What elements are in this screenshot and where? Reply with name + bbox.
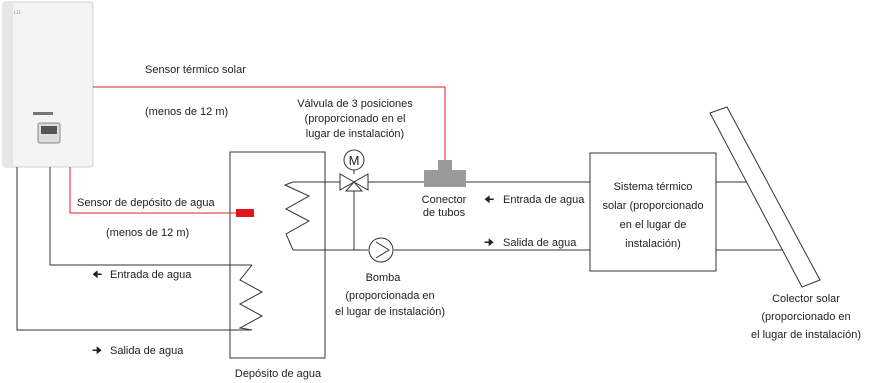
label-outlet-left: Salida de agua bbox=[110, 345, 184, 357]
label-collector-1: Colector solar bbox=[772, 293, 840, 305]
left-inlet-pipe bbox=[49, 167, 252, 266]
label-pump-2: (proporcionada en bbox=[345, 290, 434, 302]
label-tank-sensor: Sensor de depósito de agua bbox=[77, 197, 215, 209]
water-tank bbox=[229, 151, 326, 359]
solar-collector bbox=[709, 106, 821, 288]
label-pump-1: Bomba bbox=[366, 272, 402, 284]
pipe-connector bbox=[424, 160, 466, 187]
left-outlet-pipe bbox=[16, 167, 252, 331]
label-outlet-right: Salida de agua bbox=[503, 237, 577, 249]
label-solar-system-4: instalación) bbox=[625, 238, 681, 250]
label-solar-sensor: Sensor térmico solar bbox=[145, 64, 246, 76]
label-connector-2: de tubos bbox=[423, 207, 466, 219]
lower-coil bbox=[238, 264, 264, 331]
arrow-inlet-right: 🠈 bbox=[484, 194, 494, 206]
label-inlet-right: Entrada de agua bbox=[503, 194, 585, 206]
pump bbox=[368, 237, 394, 263]
svg-text:LG: LG bbox=[14, 10, 21, 16]
label-solar-system-2: solar (proporcionado bbox=[603, 200, 704, 212]
tank-sensor-wire bbox=[69, 167, 236, 214]
label-tank: Depósito de agua bbox=[235, 368, 322, 380]
upper-coil bbox=[283, 181, 311, 251]
valve-motor bbox=[343, 149, 365, 171]
indoor-unit: LG bbox=[2, 1, 94, 168]
label-collector-2: (proporcionado en bbox=[761, 311, 850, 323]
solar-sensor-wire bbox=[93, 86, 446, 160]
three-way-valve bbox=[339, 170, 369, 192]
label-solar-system-3: en el lugar de bbox=[620, 219, 687, 231]
label-tank-sensor-length: (menos de 12 m) bbox=[106, 227, 189, 239]
tank-sensor bbox=[236, 209, 254, 217]
label-valve-3: lugar de instalación) bbox=[306, 128, 404, 140]
label-pump-3: el lugar de instalación) bbox=[335, 306, 445, 318]
arrow-outlet-left: 🠊 bbox=[92, 345, 102, 357]
arrow-outlet-right: 🠊 bbox=[484, 237, 494, 249]
label-solar-sensor-length: (menos de 12 m) bbox=[145, 106, 228, 118]
label-valve-2: (proporcionado en el bbox=[305, 113, 406, 125]
label-collector-3: el lugar de instalación) bbox=[751, 329, 861, 341]
label-inlet-left: Entrada de agua bbox=[110, 269, 192, 281]
arrow-inlet-left: 🠈 bbox=[92, 269, 102, 281]
solar-thermal-system bbox=[589, 152, 717, 272]
label-connector-1: Conector bbox=[422, 194, 467, 206]
label-solar-system-1: Sistema térmico bbox=[614, 181, 693, 193]
label-valve-1: Válvula de 3 posiciones bbox=[297, 98, 413, 110]
valve-motor-symbol: M bbox=[349, 153, 360, 168]
